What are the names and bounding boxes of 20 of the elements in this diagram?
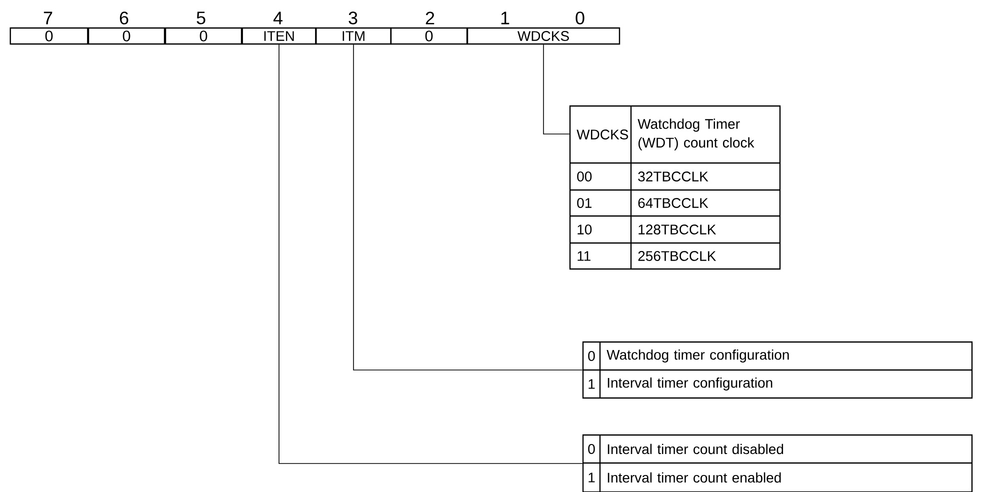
bit-number: 4 [273,12,282,24]
value-table: WDCKS Watchdog Timer (WDT) count clock 00 32TBCCLK 01 64TBCCLK 10 128TBCCLK 11 256TBCCLK [569,105,781,270]
leader-line [543,44,570,134]
leader-line [353,44,583,370]
bit-number: 5 [196,12,206,24]
register-bit-cell: 0 [88,27,166,45]
register-bit-cell: WDCKS [466,27,620,45]
bit-number: 3 [348,12,358,24]
value-table: 0 Interval timer count disabled 1 Interval timer count enabled [582,434,973,492]
value-table: 0 Watchdog timer configuration 1 Interval timer configuration [582,341,973,399]
register-bit-cell: 0 [164,27,242,45]
bit-number: 7 [44,12,52,24]
register-bit-cell: ITM [316,27,392,45]
register-bit-cell: ITEN [242,27,316,45]
register-bit-cell: 0 [10,27,88,45]
leader-line [278,44,583,464]
bit-number: 1 [501,12,510,24]
bit-number: 2 [426,12,434,24]
register-bit-cell: 0 [390,27,468,45]
bit-number: 6 [120,12,128,24]
